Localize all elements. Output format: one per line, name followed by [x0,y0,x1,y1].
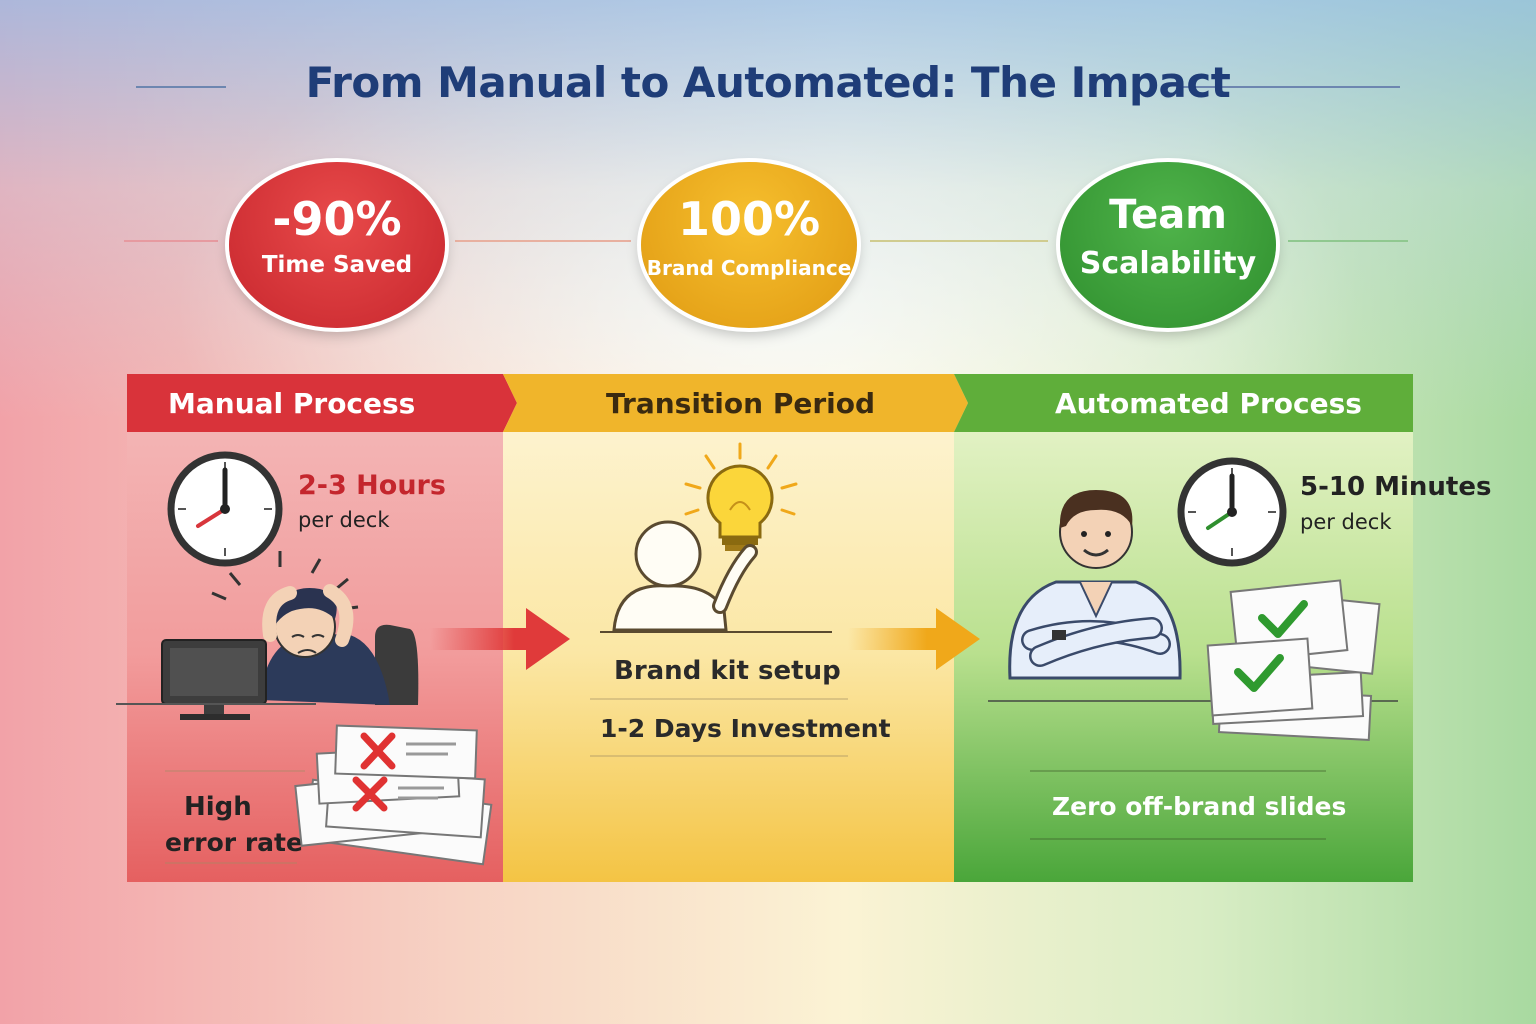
metric-connector-3 [870,240,1048,242]
manual-time-unit: per deck [298,508,390,532]
divider [165,862,297,864]
header-transition: Transition Period [606,386,876,420]
metric-badge-time-saved: -90% Time Saved [229,162,445,328]
computer-icon [116,639,316,720]
metric-connector-2 [455,240,631,242]
divider [590,755,848,757]
metric-connector-4 [1288,240,1408,242]
divider [590,698,848,700]
error-papers-icon [294,724,493,866]
clock-icon [167,451,283,567]
desk-line [988,700,1398,702]
divider [1030,770,1326,772]
confident-person-icon [1008,490,1182,680]
manual-note-line1: High [184,792,252,822]
manual-note-line2: error rate [165,828,303,857]
lightbulb-icon [684,442,798,551]
manual-time: 2-3 Hours [298,470,446,501]
automated-time: 5-10 Minutes [1300,472,1492,502]
title-rule-right [1180,86,1400,88]
metric-label: Brand Compliance [646,256,852,280]
header-manual: Manual Process [168,386,416,420]
title-rule-left [136,86,226,88]
arrow-manual-to-transition [430,608,570,670]
thinking-person-icon [600,520,832,633]
transition-item-2: 1-2 Days Investment [600,714,891,743]
divider [165,770,305,772]
metric-badge-brand-compliance: 100% Brand Compliance [641,162,857,328]
metric-label: Scalability [1079,246,1257,281]
transition-item-1: Brand kit setup [614,656,841,686]
automated-time-unit: per deck [1300,510,1392,534]
metric-value: 100% [677,192,821,246]
metric-value: Team [1109,192,1227,238]
metric-badge-team-scalability: Team Scalability [1060,162,1276,328]
arrow-transition-to-automated [848,608,980,670]
stressed-person-icon [211,551,419,705]
stage-header-bar [127,374,1413,432]
checked-papers-icon [1206,579,1381,741]
metric-label: Time Saved [261,252,413,278]
metric-connector-1 [124,240,218,242]
automated-note: Zero off-brand slides [1052,792,1347,821]
metric-value: -90% [272,192,402,246]
page-title: From Manual to Automated: The Impact [305,58,1231,107]
clock-icon [1177,457,1287,567]
title-banner: From Manual to Automated: The Impact [130,52,1406,122]
divider [1030,838,1326,840]
header-automated: Automated Process [1055,386,1362,420]
